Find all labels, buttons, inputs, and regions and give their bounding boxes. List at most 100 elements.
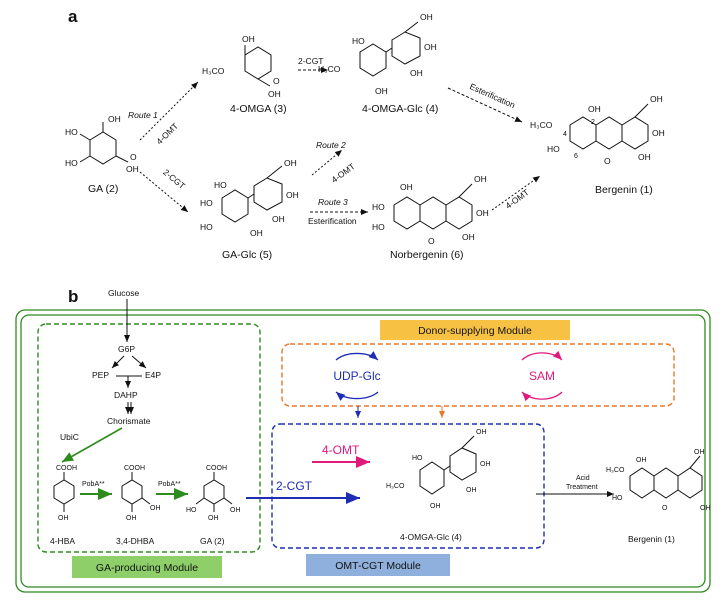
poba-label-1: PobA** <box>82 481 105 488</box>
panel-b-label: b <box>68 287 78 306</box>
omt-cgt-module-box <box>271 423 545 549</box>
norbergenin-to-bergenin-arrow <box>491 175 541 211</box>
bergenin-structure-b: OH H₃CO HO OH OH O <box>606 449 711 512</box>
svg-text:OH: OH <box>375 86 388 96</box>
svg-text:6: 6 <box>574 153 578 160</box>
compound-ga-glc-label: GA-Glc (5) <box>222 249 272 261</box>
svg-text:HO: HO <box>372 202 385 212</box>
norbergenin-structure: OH HO HO OH OH OH O <box>372 174 489 246</box>
omga-glc-structure: HO H₃CO OH OH OH OH <box>318 12 437 96</box>
poba-label-2: PobA** <box>158 481 181 488</box>
pep-label: PEP <box>92 370 109 380</box>
svg-text:O: O <box>604 156 611 166</box>
svg-text:O: O <box>273 76 280 86</box>
bergenin-structure-a: OH H₃CO HO 4 2 6 OH OH OH O <box>530 94 665 166</box>
esterification-arrow-top <box>447 87 523 123</box>
cgt-top-label: 2-CGT <box>298 56 324 66</box>
svg-text:HO: HO <box>214 180 227 190</box>
svg-text:OH: OH <box>638 152 651 162</box>
svg-text:OH: OH <box>150 505 161 512</box>
compound-omga-label: 4-OMGA (3) <box>230 103 287 115</box>
svg-text:OH: OH <box>268 89 281 99</box>
svg-text:OH: OH <box>700 505 711 512</box>
treatment-label: Treatment <box>566 484 598 491</box>
route2-omt-label: 4-OMT <box>329 161 356 185</box>
svg-text:OH: OH <box>588 104 601 114</box>
svg-text:OH: OH <box>250 228 263 238</box>
svg-text:OH: OH <box>476 208 489 218</box>
omt-cgt-module-banner <box>306 554 450 576</box>
svg-text:OH: OH <box>694 449 705 456</box>
svg-text:OH: OH <box>108 114 121 124</box>
bergenin-label-b: Bergenin (1) <box>628 534 675 544</box>
acid-label: Acid <box>576 475 590 482</box>
svg-text:OH: OH <box>476 429 487 436</box>
ga-glc-structure: HO HO HO OH OH OH OH <box>200 158 299 238</box>
donor-module-banner <box>380 320 570 340</box>
cgt-lower-label: 2-CGT <box>161 167 187 191</box>
svg-text:H₃CO: H₃CO <box>530 120 553 130</box>
svg-text:O: O <box>428 236 435 246</box>
omga-structure: OH H₃CO O OH <box>202 34 281 99</box>
compound-omga-glc-label: 4-OMGA-Glc (4) <box>362 103 438 115</box>
svg-text:COOH: COOH <box>124 465 145 472</box>
esterification-lower-label: Esterification <box>308 216 357 226</box>
svg-text:OH: OH <box>474 174 487 184</box>
compound-bergenin-label: Bergenin (1) <box>595 184 653 196</box>
ubic-arrow <box>61 427 123 463</box>
svg-text:OH: OH <box>230 507 241 514</box>
glucose-label: Glucose <box>108 288 139 298</box>
ubic-label: UbiC <box>60 432 79 442</box>
udp-glc-label: UDP-Glc <box>333 369 380 383</box>
sam-cycle-top <box>521 350 563 361</box>
svg-text:HO: HO <box>352 36 365 46</box>
dhba-label: 3,4-DHBA <box>116 536 155 546</box>
omt-cgt-module-label: OMT-CGT Module <box>335 560 421 572</box>
svg-text:H₃CO: H₃CO <box>318 64 341 74</box>
cgt-label: 2-CGT <box>276 479 313 493</box>
svg-text:OH: OH <box>400 182 413 192</box>
sam-label: SAM <box>529 369 555 383</box>
svg-text:OH: OH <box>126 515 137 522</box>
svg-text:HO: HO <box>372 222 385 232</box>
svg-text:OH: OH <box>286 190 299 200</box>
ga-structure-b: COOH HO OH OH <box>186 465 241 522</box>
compound-norbergenin-label: Norbergenin (6) <box>390 249 464 261</box>
hba-label: 4-HBA <box>50 536 75 546</box>
g6p-label: G6P <box>118 344 135 354</box>
panel-a-label: a <box>68 7 78 26</box>
svg-text:OH: OH <box>410 68 423 78</box>
chorismate-label: Chorismate <box>107 416 151 426</box>
svg-text:OH: OH <box>480 461 491 468</box>
svg-text:OH: OH <box>420 12 433 22</box>
svg-text:HO: HO <box>200 222 213 232</box>
svg-text:2: 2 <box>591 119 595 126</box>
hba-structure: COOH OH <box>53 465 77 522</box>
svg-text:OH: OH <box>208 515 219 522</box>
omt-label: 4-OMT <box>322 443 360 457</box>
compound-ga-label: GA (2) <box>88 183 118 195</box>
outer-cell-frame <box>15 309 711 593</box>
e4p-label: E4P <box>145 370 161 380</box>
ga-structure: OH HO HO O OH <box>65 114 139 174</box>
route1-omt-label: 4-OMT <box>154 121 180 147</box>
product-label: 4-OMGA-Glc (4) <box>400 532 462 542</box>
svg-text:OH: OH <box>272 214 285 224</box>
svg-text:O: O <box>662 505 668 512</box>
omt-lower-label: 4-OMT <box>503 187 530 211</box>
ga-module-label: GA-producing Module <box>96 562 198 574</box>
svg-text:H₃CO: H₃CO <box>386 483 405 490</box>
svg-text:O: O <box>130 152 137 162</box>
svg-text:H₃CO: H₃CO <box>202 66 225 76</box>
svg-text:OH: OH <box>284 158 297 168</box>
ga-module-box <box>37 323 261 553</box>
ga-module-banner <box>72 556 222 578</box>
svg-text:OH: OH <box>650 94 663 104</box>
dahp-label: DAHP <box>114 390 138 400</box>
svg-text:OH: OH <box>636 457 647 464</box>
udp-glc-cycle-top <box>335 351 379 361</box>
route-ga-glc-arrow <box>139 171 189 213</box>
svg-text:OH: OH <box>242 34 255 44</box>
svg-text:OH: OH <box>462 232 475 242</box>
